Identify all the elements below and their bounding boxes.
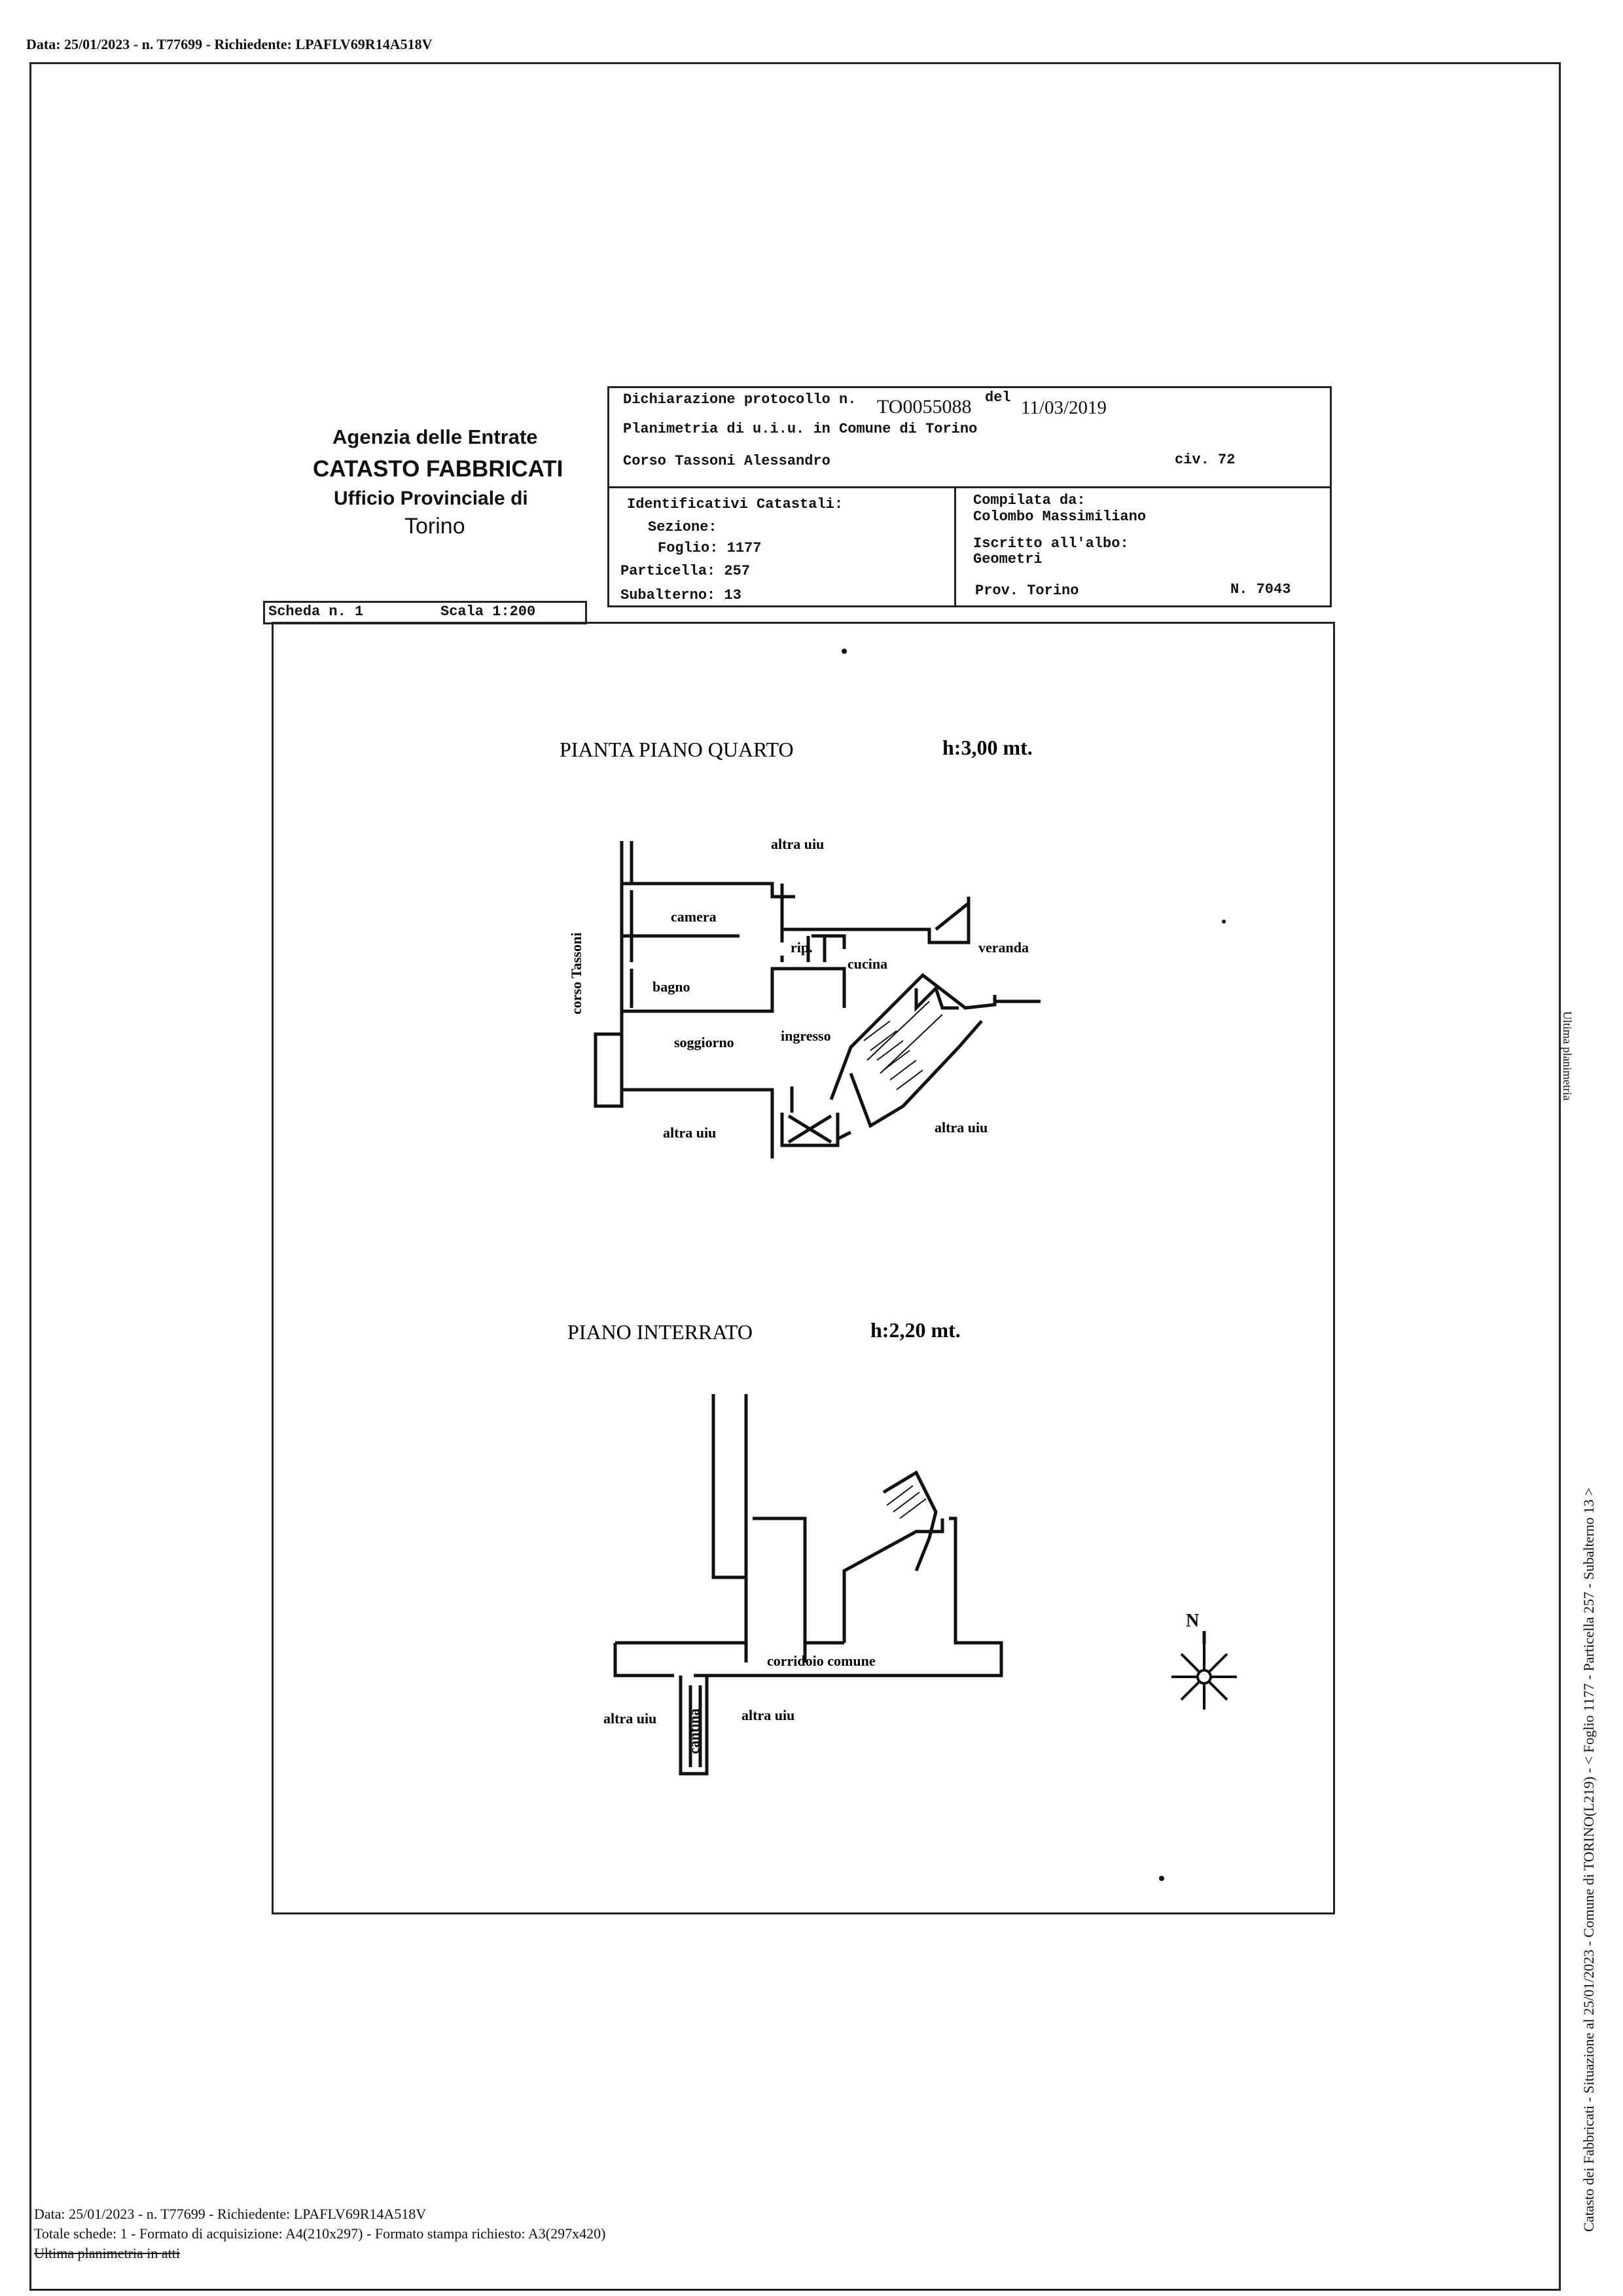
room-cantina: cantina <box>686 1708 702 1754</box>
lower-floor-plan <box>613 1394 1003 1776</box>
compilata-iscritto: Iscritto all'albo: <box>973 535 1129 552</box>
catastali-particella: Particella: 257 <box>620 563 751 579</box>
address: Corso Tassoni Alessandro <box>623 453 830 469</box>
compilata-albo: Geometri <box>973 551 1043 567</box>
room-cucina: cucina <box>847 956 887 972</box>
protocol-divider <box>607 486 1332 488</box>
protocol-number: TO0055088 <box>877 396 972 418</box>
room-bagno: bagno <box>652 978 690 995</box>
lower-plan-title: PIANO INTERRATO <box>567 1320 753 1344</box>
catastali-sezione: Sezione: <box>648 519 717 535</box>
compilata-numero: N. 7043 <box>1230 581 1291 598</box>
room-ingresso: ingresso <box>781 1028 831 1044</box>
stair-hatching-lower <box>886 1485 927 1519</box>
footer-line1: Data: 25/01/2023 - n. T77699 - Richieden… <box>34 2206 427 2222</box>
protocol-label: Dichiarazione protocollo n. <box>623 391 857 408</box>
scheda-number: Scheda n. 1 <box>268 603 364 620</box>
catastali-subalterno: Subalterno: 13 <box>620 587 741 603</box>
agency-name: Agenzia delle Entrate <box>332 425 538 448</box>
upper-floor-plan <box>594 841 1041 1158</box>
footer-line3: Ultima planimetria in atti <box>34 2245 180 2261</box>
room-altra-uiu-top: altra uiu <box>771 836 824 852</box>
catastali-foglio: Foglio: 1177 <box>658 540 762 556</box>
agency-catasto: CATASTO FABBRICATI <box>313 456 563 482</box>
stair-hatching-upper <box>863 1001 943 1090</box>
lower-plan-height: h:2,20 mt. <box>870 1318 961 1342</box>
room-corridoio: corridoio comune <box>767 1653 876 1669</box>
registration-marks <box>842 649 1226 1881</box>
street-label: corso Tassoni <box>568 933 584 1014</box>
scheda-scale: Scala 1:200 <box>440 603 536 620</box>
room-camera: camera <box>671 908 717 925</box>
room-altra-uiu-left: altra uiu <box>663 1124 716 1141</box>
protocol-box <box>607 386 1332 607</box>
page-frame <box>29 62 1561 2291</box>
room-soggiorno: soggiorno <box>674 1034 734 1050</box>
compilata-name: Colombo Massimiliano <box>973 509 1147 525</box>
side-vertical-caption: Catasto dei Fabbricati - Situazione al 2… <box>1580 1487 1597 2232</box>
compilata-prov: Prov. Torino <box>975 583 1079 599</box>
planimetria-line: Planimetria di u.i.u. in Comune di Torin… <box>623 421 978 437</box>
protocol-del: del <box>985 389 1011 406</box>
header-info: Data: 25/01/2023 - n. T77699 - Richieden… <box>26 36 433 52</box>
catastali-title: Identificativi Catastali: <box>627 496 844 512</box>
footer-line2: Totale schede: 1 - Formato di acquisizio… <box>34 2225 606 2242</box>
civic-number: civ. 72 <box>1175 452 1236 468</box>
agency-city: Torino <box>404 514 465 539</box>
room-veranda: veranda <box>978 939 1029 956</box>
room-altra-uiu-right: altra uiu <box>935 1119 988 1136</box>
room-rip: rip. <box>791 939 813 956</box>
upper-plan-title: PIANTA PIANO QUARTO <box>560 738 794 761</box>
drawing-frame <box>272 622 1335 1914</box>
room-altra-uiu-lower-left: altra uiu <box>603 1710 656 1727</box>
room-altra-uiu-lower-right: altra uiu <box>741 1707 794 1723</box>
compass-north: N <box>1186 1611 1199 1631</box>
agency-ufficio: Ufficio Provinciale di <box>334 488 528 509</box>
compass-rose-icon <box>1171 1631 1237 1710</box>
catastali-divider <box>954 486 956 607</box>
compilata-title: Compilata da: <box>973 492 1086 509</box>
protocol-date: 11/03/2019 <box>1021 397 1107 418</box>
side-margin-note: Ultima planimetria <box>1561 1011 1574 1101</box>
upper-plan-height: h:3,00 mt. <box>942 736 1033 759</box>
